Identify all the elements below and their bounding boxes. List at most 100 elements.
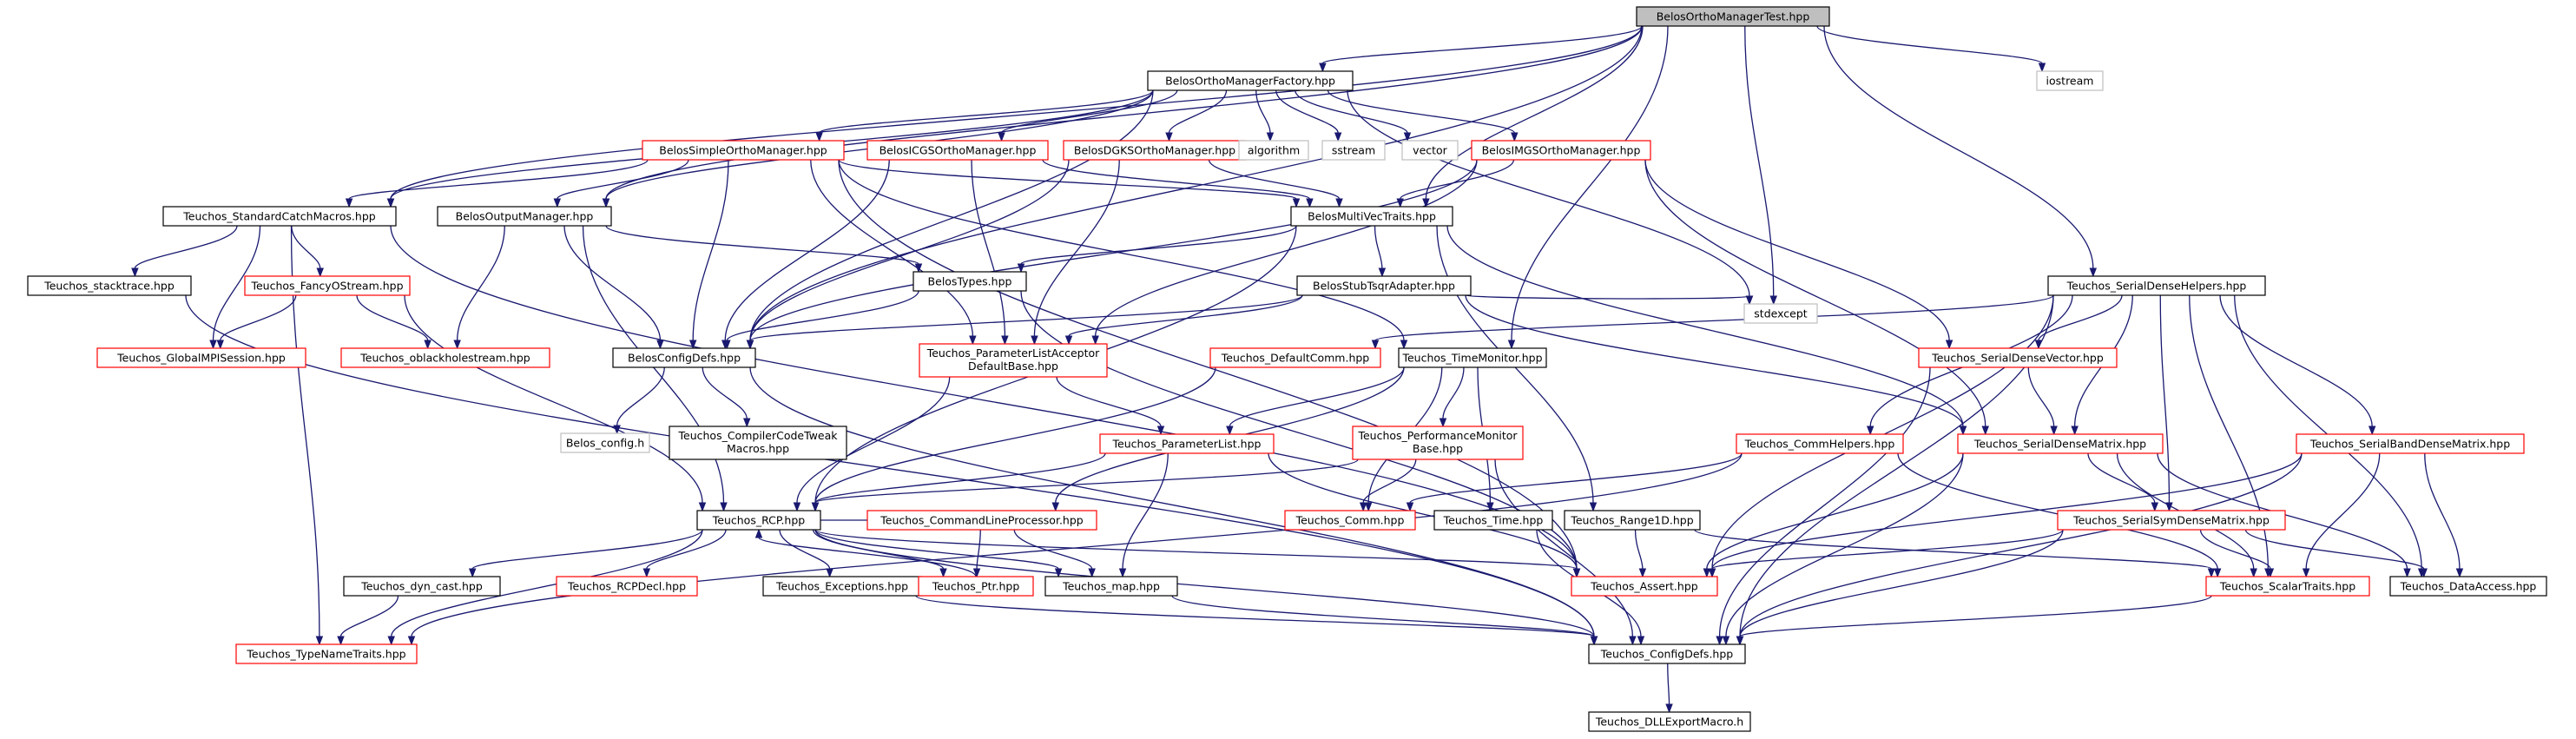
node-belosoutputmanager[interactable]: BelosOutputManager.hpp (437, 206, 612, 227)
node-label: Teuchos_RCPDecl.hpp (567, 580, 686, 593)
node-box (1743, 303, 1818, 324)
node-timemonitor[interactable]: Teuchos_TimeMonitor.hpp (1398, 347, 1547, 368)
edge-belosmultivectraits-to-range1d (1436, 225, 1598, 512)
edge-line (1744, 25, 1775, 297)
arrowhead (209, 340, 217, 350)
arrowhead (914, 263, 923, 274)
node-label: Teuchos_Exceptions.hpp (775, 580, 908, 593)
node-sstream[interactable]: sstream (1321, 140, 1386, 161)
arrowhead (424, 340, 432, 350)
node-fancyostream[interactable]: Teuchos_FancyOStream.hpp (244, 275, 411, 296)
arrowhead (743, 418, 751, 428)
node-ptr[interactable]: Teuchos_Ptr.hpp (918, 576, 1034, 597)
edge-line (646, 529, 727, 570)
node-rcpdecl[interactable]: Teuchos_RCPDecl.hpp (556, 576, 698, 597)
edge-line (758, 537, 977, 577)
arrowhead (793, 502, 801, 512)
arrowhead (1439, 418, 1447, 428)
edge-line (1739, 529, 2064, 637)
node-belosorthomanagerfactory[interactable]: BelosOrthoManagerFactory.hpp (1147, 70, 1354, 91)
node-serialdensematrix[interactable]: Teuchos_SerialDenseMatrix.hpp (1957, 433, 2164, 454)
edge-line (1171, 595, 1595, 637)
arrowhead (315, 636, 324, 646)
edge-performancemonitorbase-to-configdefs (1494, 459, 1637, 646)
node-serialdensehelpers[interactable]: Teuchos_SerialDenseHelpers.hpp (2047, 275, 2266, 296)
edge-serialdensehelpers-to-serialbanddensematrix (2219, 294, 2376, 436)
edge-belosimgsorthomanager-to-belosconfigdefs (746, 159, 1478, 350)
edge-line (749, 294, 1303, 341)
node-commandlineprocessor[interactable]: Teuchos_CommandLineProcessor.hpp (866, 510, 1097, 531)
edge-line (220, 294, 297, 341)
edge-line (1362, 459, 1417, 504)
edge-line (134, 225, 238, 269)
node-parameterlistacceptor[interactable]: Teuchos_ParameterListAcceptorDefaultBase… (919, 343, 1108, 378)
node-label: Teuchos_SerialDenseMatrix.hpp (1973, 438, 2146, 451)
node-commhelpers[interactable]: Teuchos_CommHelpers.hpp (1736, 433, 1904, 454)
edge-timemonitor-to-parameterlist (1226, 366, 1405, 436)
node-configdefs[interactable]: Teuchos_ConfigDefs.hpp (1588, 643, 1746, 664)
node-oblackholestream[interactable]: Teuchos_oblackholestream.hpp (340, 347, 550, 368)
node-parameterlist[interactable]: Teuchos_ParameterList.hpp (1099, 433, 1275, 454)
node-defaultcomm[interactable]: Teuchos_DefaultComm.hpp (1209, 347, 1381, 368)
node-belosorthomanagertest[interactable]: BelosOrthoManagerTest.hpp (1636, 6, 1830, 27)
node-dllexportmacro[interactable]: Teuchos_DLLExportMacro.h (1588, 711, 1751, 732)
edge-line (1711, 294, 2054, 570)
arrowhead (1959, 426, 1967, 436)
node-box (1918, 347, 2118, 368)
node-standardcatchmacros[interactable]: Teuchos_StandardCatchMacros.hpp (162, 206, 397, 227)
edge-belosorthomanagerfactory-to-vector (1295, 89, 1412, 142)
arrowhead (1226, 426, 1234, 436)
node-dyn-cast[interactable]: Teuchos_dyn_cast.hpp (343, 576, 501, 597)
node-belosstubtsqradapter[interactable]: BelosStubTsqrAdapter.hpp (1296, 275, 1472, 296)
arrowhead (216, 340, 224, 350)
node-belosconfigdefs[interactable]: BelosConfigDefs.hpp (612, 347, 756, 368)
node-globalmpisession[interactable]: Teuchos_GlobalMPISession.hpp (96, 347, 306, 368)
node-typenametraits[interactable]: Teuchos_TypeNameTraits.hpp (235, 643, 418, 664)
edge-line (291, 225, 321, 269)
node-belosicgsorthomanager[interactable]: BelosICGSOrthoManager.hpp (866, 140, 1049, 161)
node-range1d[interactable]: Teuchos_Range1D.hpp (1564, 510, 1701, 531)
edge-line (1056, 376, 1162, 427)
node-time[interactable]: Teuchos_Time.hpp (1433, 510, 1553, 531)
node-dataaccess[interactable]: Teuchos_DataAccess.hpp (2389, 576, 2547, 597)
arrowhead (1378, 267, 1387, 278)
node-iostream[interactable]: iostream (2036, 70, 2104, 91)
node-serialbanddensematrix[interactable]: Teuchos_SerialBandDenseMatrix.hpp (2296, 433, 2525, 454)
arrowhead (1716, 636, 1723, 646)
edge-belosorthomanagerfactory-to-belosicgsorthomanager (998, 89, 1178, 142)
edge-belosorthomanagertest-to-belosorthomanagerfactory (1319, 25, 1643, 73)
dependency-edges (131, 25, 2464, 714)
node-belosimgsorthomanager[interactable]: BelosIMGSOrthoManager.hpp (1471, 140, 1651, 161)
node-belosdgksorthomanager[interactable]: BelosDGKSOrthoManager.hpp (1063, 140, 1247, 161)
node-belos-config[interactable]: Belos_config.h (560, 432, 650, 453)
node-belosmultivectraits[interactable]: BelosMultiVecTraits.hpp (1290, 206, 1453, 227)
node-belostypes[interactable]: BelosTypes.hpp (912, 271, 1027, 292)
node-rcp[interactable]: Teuchos_RCP.hpp (696, 510, 821, 531)
node-serialsymdensematrix[interactable]: Teuchos_SerialSymDenseMatrix.hpp (2057, 510, 2286, 531)
edge-belostypes-to-belosconfigdefs (723, 290, 919, 350)
edge-line (390, 25, 1643, 200)
node-stdexcept[interactable]: stdexcept (1743, 303, 1818, 324)
node-algorithm[interactable]: algorithm (1238, 140, 1309, 161)
node-exceptions[interactable]: Teuchos_Exceptions.hpp (762, 576, 922, 597)
node-label: BelosICGSOrthoManager.hpp (880, 144, 1037, 157)
node-belossimpleorthomanager[interactable]: BelosSimpleOrthoManager.hpp (642, 140, 845, 161)
node-label: Teuchos_stacktrace.hpp (43, 280, 175, 293)
edge-map-to-configdefs (1171, 595, 1598, 646)
node-scalartraits[interactable]: Teuchos_ScalarTraits.hpp (2205, 576, 2370, 597)
node-assert[interactable]: Teuchos_Assert.hpp (1571, 576, 1718, 597)
edge-line (1711, 452, 2303, 570)
node-box (1957, 433, 2164, 454)
edge-belossimpleorthomanager-to-belosoutputmanager (553, 159, 689, 208)
edge-belosoutputmanager-to-belostypes (605, 225, 923, 274)
node-map[interactable]: Teuchos_map.hpp (1044, 576, 1178, 597)
node-vector[interactable]: vector (1401, 140, 1459, 161)
node-stacktrace[interactable]: Teuchos_stacktrace.hpp (27, 275, 192, 296)
edge-serialbanddensematrix-to-configdefs (1736, 452, 2303, 646)
edge-line (1042, 159, 1311, 200)
node-serialdensevector[interactable]: Teuchos_SerialDenseVector.hpp (1918, 347, 2118, 368)
edge-commhelpers-to-comm (1406, 452, 1743, 512)
node-comm[interactable]: Teuchos_Comm.hpp (1284, 510, 1416, 531)
